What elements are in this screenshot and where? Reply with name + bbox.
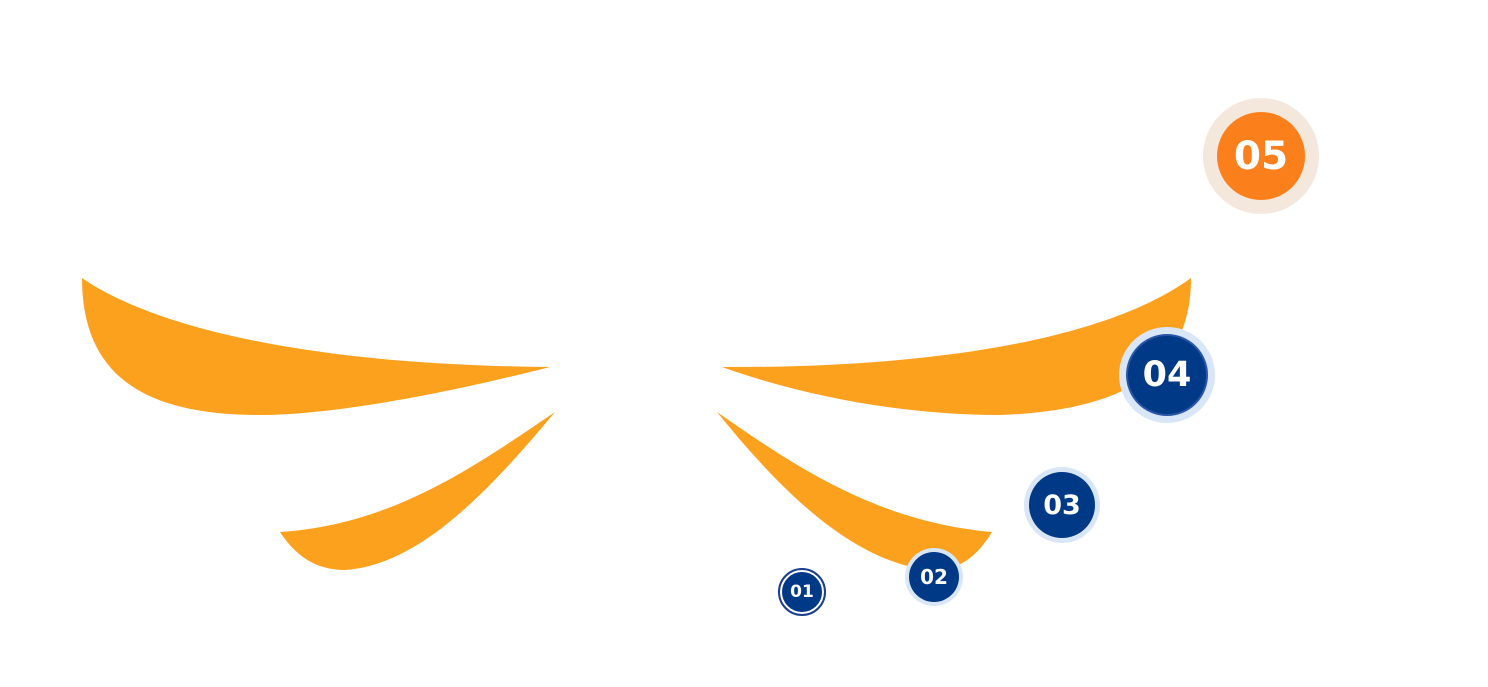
step-badge-02: 02: [905, 548, 963, 606]
wing-right-lower: [717, 412, 992, 571]
step-number-05: 05: [1217, 112, 1305, 200]
step-number-04: 04: [1126, 334, 1208, 416]
wing-left-upper: [82, 278, 550, 415]
step-number-02: 02: [909, 552, 959, 602]
step-number-03: 03: [1029, 472, 1095, 538]
step-badge-05: 05: [1203, 98, 1319, 214]
step-badge-03: 03: [1024, 467, 1100, 543]
wing-right-upper: [722, 278, 1191, 415]
step-badge-01: 01: [778, 568, 826, 616]
step-badge-04: 04: [1119, 327, 1215, 423]
wing-left-lower: [280, 412, 555, 570]
step-number-01: 01: [778, 568, 826, 616]
